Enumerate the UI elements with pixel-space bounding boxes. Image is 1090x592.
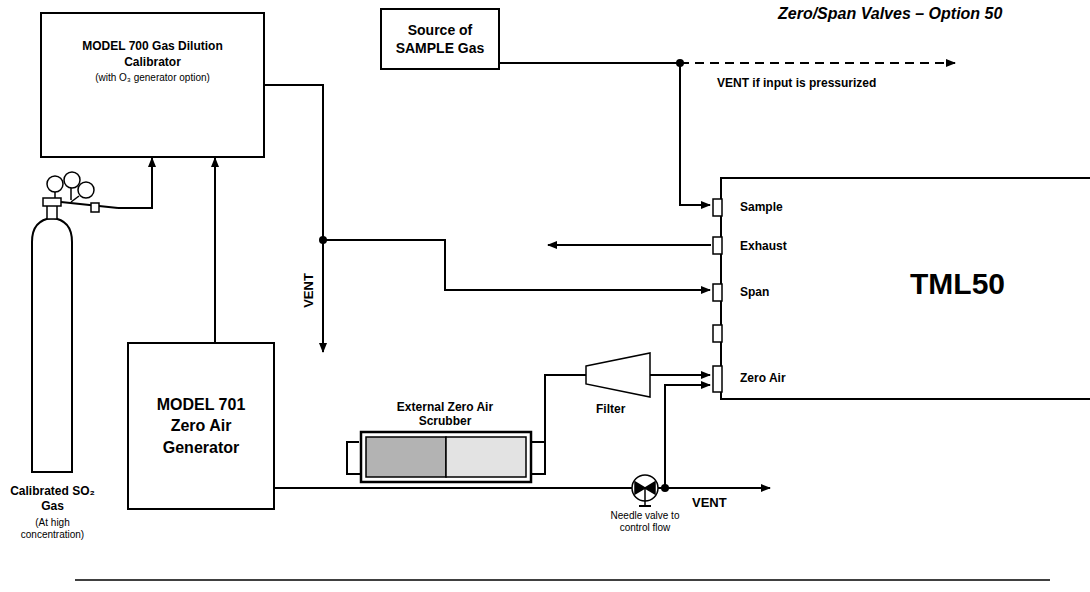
port-label: Span	[740, 285, 769, 299]
filter: Filter	[578, 352, 663, 422]
shape-outline	[5, 172, 120, 482]
port-label: Exhaust	[740, 239, 787, 253]
vent-line	[322, 240, 324, 352]
component-label: Needle valve to control flow	[595, 510, 695, 534]
zero-air-generator-box: MODEL 701 Zero Air Generator	[127, 342, 275, 510]
component-label: Calibrated SO₂ Gas	[5, 484, 100, 514]
component-label: External Zero Air Scrubber	[395, 400, 495, 429]
gas-line	[500, 63, 710, 205]
vent-dashed-line	[680, 62, 955, 64]
vent-line	[665, 487, 770, 489]
gas-line	[214, 158, 216, 342]
shape-outline	[712, 179, 722, 402]
vent-label: VENT if input is pressurized	[717, 76, 876, 90]
component-label: Filter	[596, 402, 625, 416]
box-heading: Source of SAMPLE Gas	[388, 21, 492, 57]
gas-line	[650, 374, 710, 376]
shape-outline	[578, 352, 663, 400]
shape-outline	[335, 428, 555, 484]
box-heading: MODEL 701 Zero Air Generator	[141, 394, 261, 459]
needle-valve: Needle valve to control flow	[595, 470, 695, 550]
port-label: Sample	[740, 200, 783, 214]
analyzer-name: TML50	[910, 267, 1005, 301]
box-heading: MODEL 700 Gas Dilution Calibrator	[78, 38, 228, 70]
gas-cylinder: Calibrated SO₂ Gas (At high concentration…	[5, 172, 120, 562]
gas-line	[275, 487, 632, 489]
shape-outline	[595, 470, 695, 510]
gas-line	[118, 158, 152, 208]
calibrator-box: MODEL 700 Gas Dilution Calibrator (with O…	[40, 12, 265, 158]
diagram-title: Zero/Span Valves – Option 50	[778, 5, 1002, 23]
analyzer-box: SampleExhaustSpan TML50Zero Air	[720, 177, 1090, 400]
gas-line	[658, 385, 710, 488]
gas-line	[265, 85, 710, 290]
component-note: (At high concentration)	[5, 517, 100, 541]
port-label: Zero Air	[740, 371, 786, 385]
junction-dots	[319, 59, 684, 492]
vent-label: VENT	[301, 272, 316, 309]
vent-label: VENT	[692, 495, 727, 510]
gas-line	[545, 375, 586, 442]
box-subtitle: (with O₃ generator option)	[95, 72, 210, 83]
scrubber: External Zero Air Scrubber	[335, 398, 555, 488]
bottom-rule	[75, 579, 1050, 581]
exhaust-line	[548, 244, 711, 246]
sample-source-box: Source of SAMPLE Gas	[380, 8, 500, 70]
